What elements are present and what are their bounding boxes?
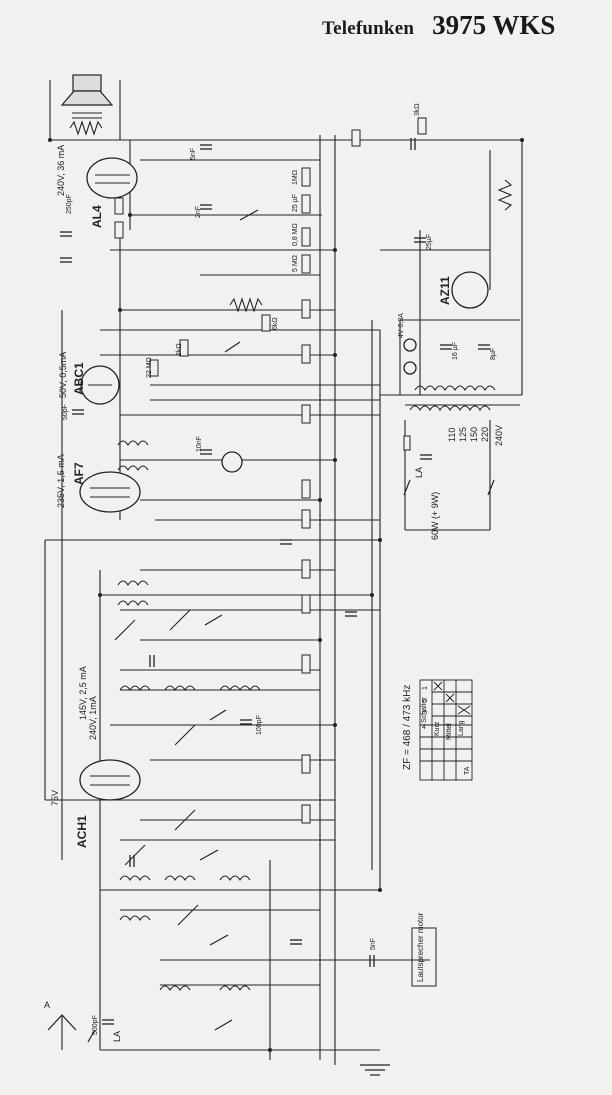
- tube-label-af7: AF7: [72, 462, 86, 485]
- component-label: 2nF: [195, 205, 202, 218]
- switch-table-row-kurz: Kurz: [434, 721, 441, 736]
- component-label: 500pF: [92, 1015, 99, 1035]
- component-label: 250pF: [66, 194, 73, 214]
- op-point-ach1-a: 145V, 2,5 mA: [78, 666, 88, 720]
- tube-label-ach1: ACH1: [75, 815, 89, 848]
- component-label: 22 MΩ: [146, 357, 153, 378]
- mains-tap-110: 110: [447, 427, 457, 442]
- switch-table-row-lang: Lang: [458, 720, 465, 736]
- component-label: 16 µF: [452, 341, 459, 360]
- component-label: 50pF: [62, 404, 69, 420]
- earth-antenna-label: LA: [112, 1030, 122, 1042]
- component-label: 0,8 MΩ: [292, 223, 299, 246]
- op-point-ach1-b: 240V, 1mA: [88, 696, 98, 740]
- component-label: 5nF: [190, 147, 197, 160]
- op-point-al4: 240V, 36 mA: [56, 144, 66, 196]
- component-label: 25µF: [426, 233, 433, 250]
- if-frequency-label: ZF = 468 / 473 kHz: [402, 684, 413, 770]
- op-point-abc1: 50V, 0,5mA: [58, 351, 68, 398]
- component-label: 1MΩ: [292, 170, 299, 185]
- switch-table-col-2: 2: [422, 698, 429, 702]
- motor-label: Lautsprecher motor: [416, 912, 425, 982]
- component-label: 8µF: [490, 347, 497, 360]
- component-label: 5 MΩ: [292, 255, 299, 272]
- component-label: 2kΩ: [176, 343, 183, 356]
- op-point-screen: 75V: [50, 789, 60, 806]
- tube-label-al4: AL4: [90, 205, 104, 228]
- brand-name: Telefunken: [322, 18, 415, 39]
- switch-table-row-ta: TA: [464, 766, 471, 775]
- component-label: 10nF: [196, 436, 203, 452]
- mains-power-label: 60W (+ 9W): [430, 491, 440, 540]
- mains-tap-220: 220: [480, 426, 490, 442]
- mains-tap-125: 125: [458, 426, 468, 442]
- tube-label-abc1: ABC1: [72, 362, 86, 395]
- schematic-title: Telefunken 3975 WKS: [322, 10, 555, 41]
- switch-table-col-1: 1: [422, 686, 429, 690]
- fuse-label: LA: [414, 466, 424, 478]
- component-label: 25 µF: [292, 193, 299, 212]
- component-label: 6kΩ: [272, 317, 279, 330]
- op-point-af7: 235V, 1,5 mA: [56, 454, 66, 508]
- component-label: 5nF: [370, 937, 377, 950]
- switch-table-col-4: 4: [422, 724, 426, 731]
- mains-tap-240: 240V: [494, 424, 504, 446]
- component-label: 4V 0,3A: [398, 313, 405, 338]
- model-number: 3975 WKS: [432, 10, 556, 40]
- component-label: 100pF: [256, 715, 263, 735]
- mains-tap-150: 150: [469, 426, 479, 442]
- antenna-label: A: [44, 1000, 51, 1010]
- component-label: 3kΩ: [414, 103, 421, 116]
- tube-label-az11: AZ11: [438, 276, 452, 305]
- switch-table-col-3: 3: [422, 710, 429, 714]
- switch-table-row-mittel: Mittel: [446, 723, 453, 740]
